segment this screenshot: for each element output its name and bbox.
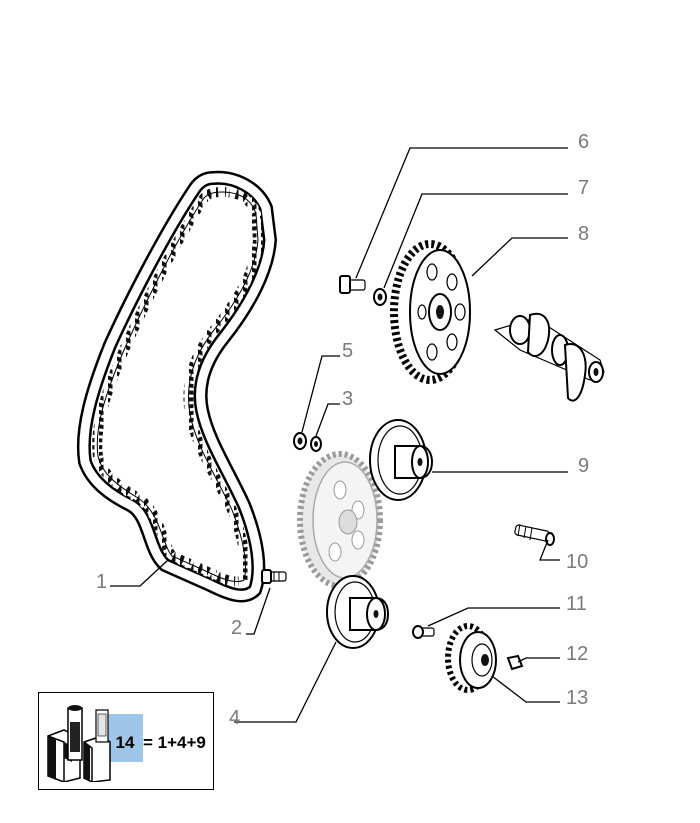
- kit-number-badge: [107, 714, 143, 762]
- timing-kit-box-icon: [47, 705, 111, 782]
- kit-number: 14: [115, 733, 135, 752]
- callout-7: 7: [578, 177, 589, 199]
- callout-4: 4: [229, 707, 240, 729]
- woodruff-key: [506, 654, 524, 671]
- callout-12: 12: [566, 643, 588, 665]
- callout-9: 9: [578, 455, 589, 477]
- nut-and-washer: [293, 432, 322, 452]
- callout-labels: 1 2 3 4 5 6 7 8 9 10 11 12 13: [96, 131, 589, 729]
- camshaft: [493, 312, 605, 402]
- tensioner-pulley: [369, 419, 434, 501]
- camshaft-bolt-and-washer: [339, 275, 387, 306]
- camshaft-pulley: [390, 240, 471, 384]
- callout-6: 6: [578, 131, 589, 153]
- idler-pulley: [326, 575, 390, 649]
- callout-13: 13: [566, 687, 588, 709]
- intermediate-toothed-pulley: [297, 451, 383, 589]
- callout-1: 1: [96, 571, 107, 593]
- crank-pulley-bolt: [412, 625, 435, 639]
- threaded-stud: [514, 523, 555, 546]
- callout-2: 2: [231, 617, 242, 639]
- callout-11: 11: [566, 593, 587, 615]
- callout-5: 5: [342, 340, 353, 362]
- tensioner-bolt: [261, 569, 287, 584]
- leader-lines: [110, 147, 568, 723]
- callout-8: 8: [578, 223, 589, 245]
- timing-belt: [76, 170, 278, 603]
- callout-10: 10: [566, 551, 588, 573]
- callout-3: 3: [342, 388, 353, 410]
- crankshaft-sprocket: [445, 623, 497, 693]
- kit-composition: = 1+4+9: [143, 733, 206, 752]
